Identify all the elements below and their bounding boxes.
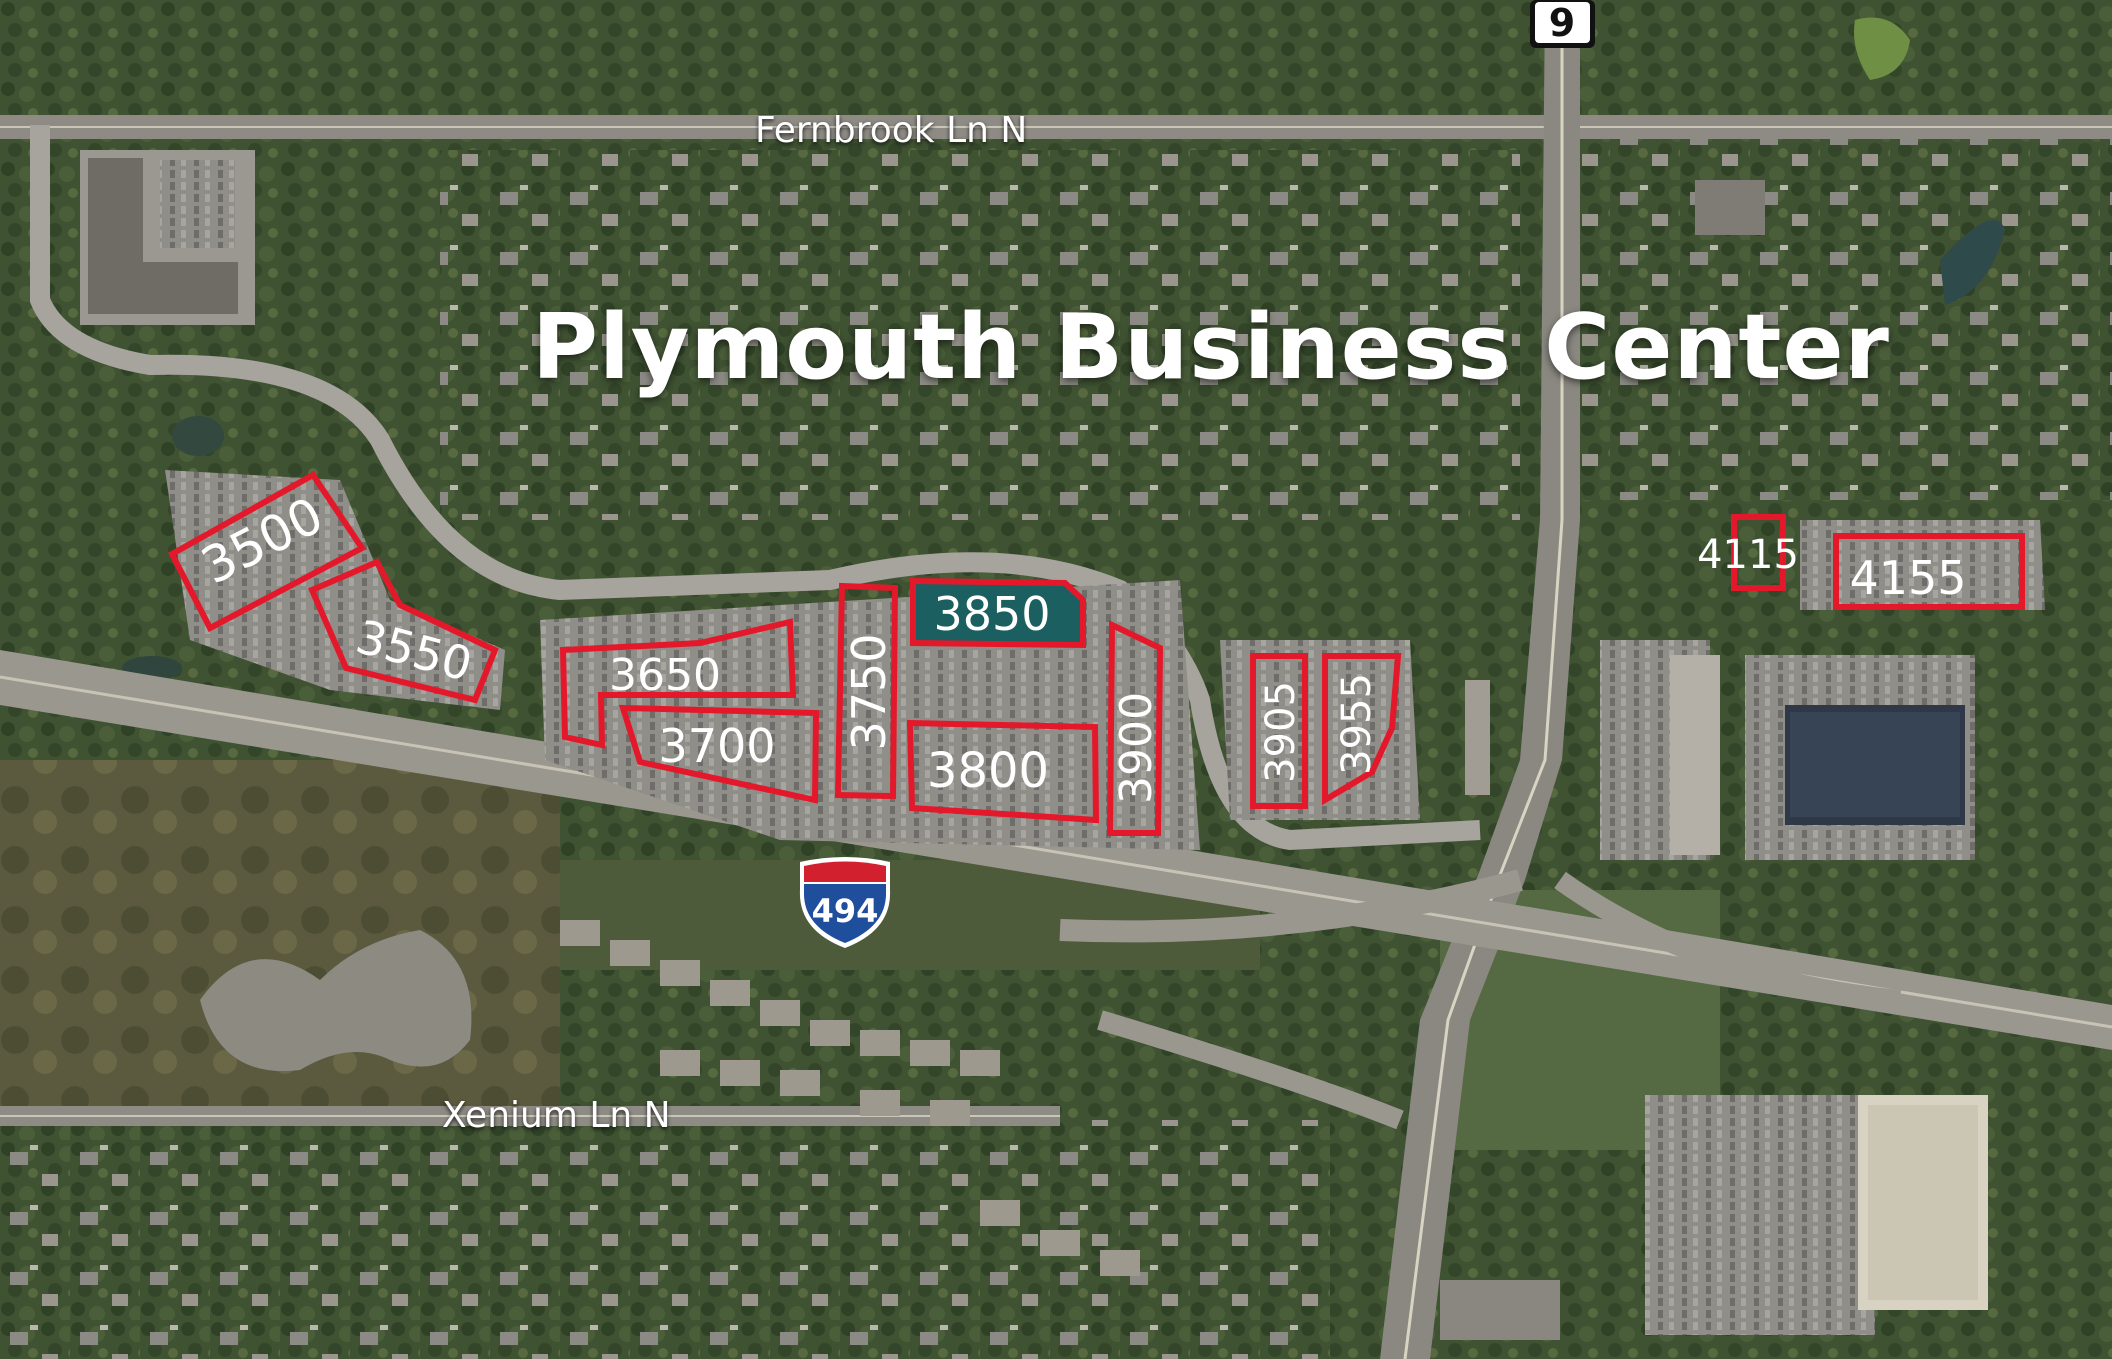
parcel-4115-outline[interactable] <box>1731 514 1786 591</box>
highway-9-number: 9 <box>1549 1 1575 45</box>
page-title: Plymouth Business Center <box>532 295 1890 400</box>
parcel-4155-label: 4155 <box>1849 551 1966 605</box>
parcel-3800-label: 3800 <box>927 743 1049 799</box>
parcel-3905-label: 3905 <box>1258 681 1304 783</box>
parcel-3800-outline[interactable] <box>906 719 1100 824</box>
parcel-3900-label: 3900 <box>1111 692 1162 804</box>
parcel-4155-outline[interactable] <box>1833 533 2025 610</box>
road-label-xenium: Xenium Ln N <box>442 1095 671 1136</box>
parcel-3650-label: 3650 <box>609 650 721 701</box>
parcel-3850-label: 3850 <box>933 587 1050 641</box>
parcel-3700-outline[interactable] <box>618 704 820 804</box>
interstate-494-shield-icon: 494 <box>799 857 891 948</box>
road-label-fernbrook: Fernbrook Ln N <box>755 110 1028 151</box>
parcel-3955-outline[interactable] <box>1322 653 1402 806</box>
parcel-3955-label: 3955 <box>1334 673 1380 775</box>
parcel-3750-label: 3750 <box>842 633 896 750</box>
parcel-3550-outline[interactable] <box>308 558 499 704</box>
parcel-3500-outline[interactable] <box>168 471 367 633</box>
parcel-3900-outline[interactable] <box>1106 620 1164 836</box>
parcel-3750-outline[interactable] <box>834 582 899 800</box>
interstate-494-number: 494 <box>812 892 879 930</box>
highway-9-shield-icon: 9 <box>1530 0 1595 48</box>
parcel-3905-outline[interactable] <box>1250 653 1308 809</box>
parcel-3700-label: 3700 <box>658 719 775 773</box>
parcel-3650-outline[interactable] <box>559 618 797 749</box>
parcel-4115-label: 4115 <box>1697 532 1799 578</box>
parcel-3850-outline[interactable] <box>910 577 1086 649</box>
